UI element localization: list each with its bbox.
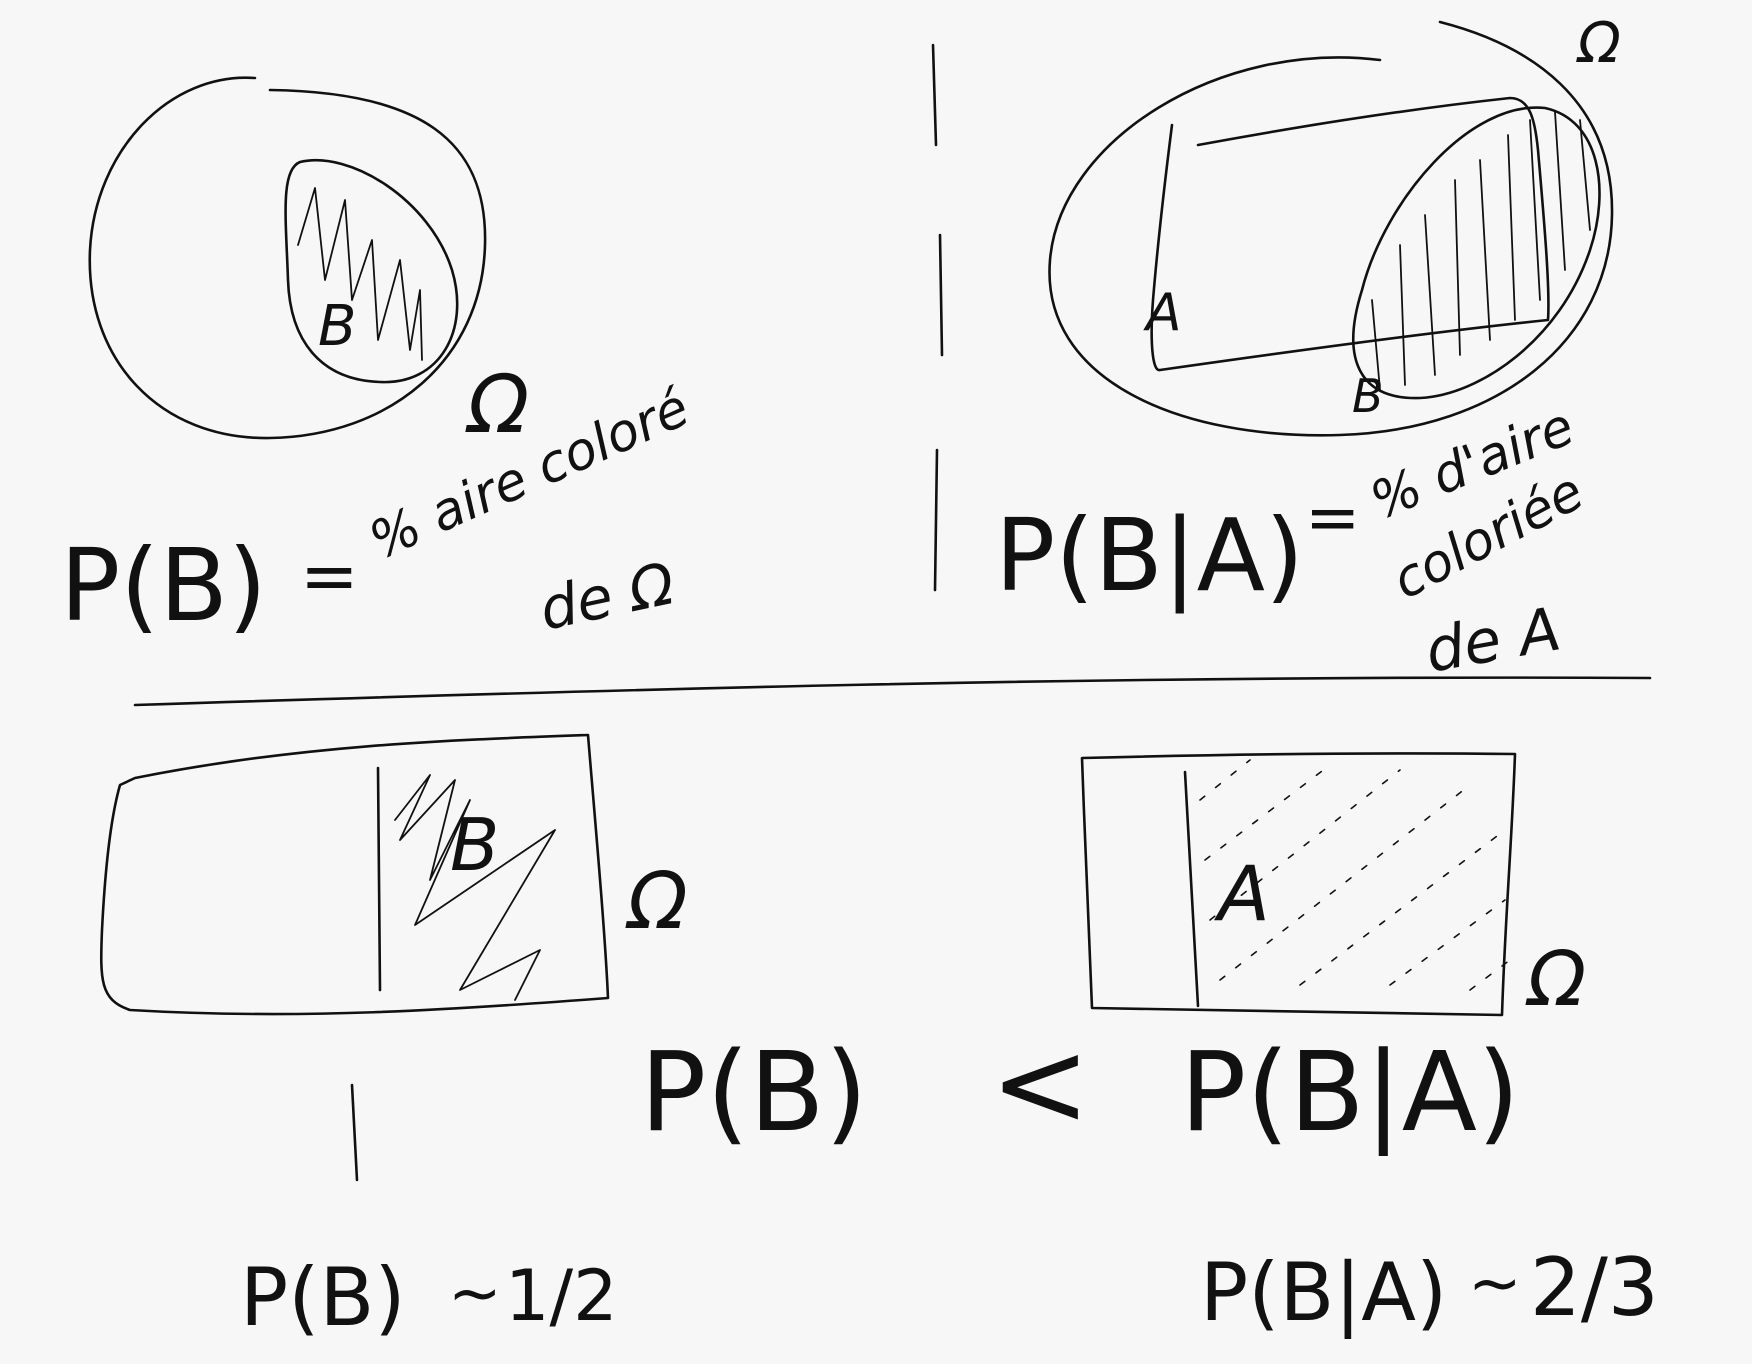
p-b-formula: P(B) — [60, 527, 267, 644]
top-left-diagram: B Ω — [88, 76, 529, 451]
approx-left-value: 1/2 — [505, 1255, 618, 1337]
omega-label-right: Ω — [1576, 11, 1621, 76]
set-b-label: B — [318, 294, 356, 359]
omega-label: Ω — [465, 358, 529, 451]
b-hatching — [297, 187, 423, 361]
approx-right-value: 2/3 — [1530, 1241, 1659, 1334]
approx-left-tilde: ~ — [448, 1257, 502, 1331]
omega-circle — [88, 76, 487, 440]
rectangle-split-line-left — [376, 766, 382, 992]
omega-label-bottom-left: Ω — [625, 857, 688, 947]
omega-ellipse — [1048, 20, 1614, 437]
p-b-given-a-definition-line3: de A — [1420, 594, 1565, 686]
bottom-left-diagram: B Ω — [99, 733, 688, 1016]
comparison: P(B) < P(B|A) — [350, 1015, 1520, 1182]
top-right-diagram: A B Ω — [1048, 11, 1621, 437]
approximations: P(B) ~ 1/2 P(B|A) ~ 2/3 — [240, 1241, 1659, 1344]
approx-right-tilde: ~ — [1468, 1247, 1522, 1321]
b-hatching-left — [394, 774, 556, 1001]
omega-rectangle-right — [1080, 752, 1517, 1017]
vertical-divider-top — [931, 43, 944, 592]
set-b-ellipse — [284, 159, 459, 384]
set-a-label: A — [1143, 283, 1182, 343]
p-b-given-a-equals: = — [1305, 479, 1360, 556]
approx-left-formula: P(B) — [240, 1251, 406, 1344]
a-intersection-b-hatching — [1371, 111, 1591, 391]
omega-rectangle-left — [99, 733, 610, 1016]
bottom-right-diagram: A Ω — [1080, 752, 1586, 1023]
omega-label-bottom-right: Ω — [1525, 934, 1586, 1023]
comparison-left: P(B) — [640, 1028, 868, 1156]
p-b-definition-line1: % aire coloré — [361, 378, 698, 572]
set-a-rectangle — [1150, 96, 1550, 372]
approx-right-formula: P(B|A) — [1200, 1246, 1447, 1340]
set-b-label-bottom: B — [450, 803, 499, 887]
a-dotted-shading — [1199, 759, 1511, 991]
comparison-symbol: < — [990, 1015, 1091, 1154]
set-b-ellipse-right — [1352, 106, 1601, 400]
set-a-label-bottom: A — [1213, 849, 1270, 938]
horizontal-divider — [133, 676, 1652, 707]
formula-p-b-given-a: P(B|A) = % d'aire coloriée de A — [995, 397, 1593, 687]
comparison-right: P(B|A) — [1180, 1028, 1520, 1157]
vertical-divider-bottom — [350, 1083, 359, 1182]
rectangle-split-line-right — [1183, 770, 1200, 1008]
formula-p-b: P(B) = % aire coloré de Ω — [60, 378, 698, 644]
p-b-equals: = — [300, 535, 359, 617]
p-b-given-a-formula: P(B|A) — [995, 497, 1304, 614]
set-b-label-right: B — [1352, 369, 1384, 423]
p-b-definition-line2: de Ω — [534, 549, 680, 644]
